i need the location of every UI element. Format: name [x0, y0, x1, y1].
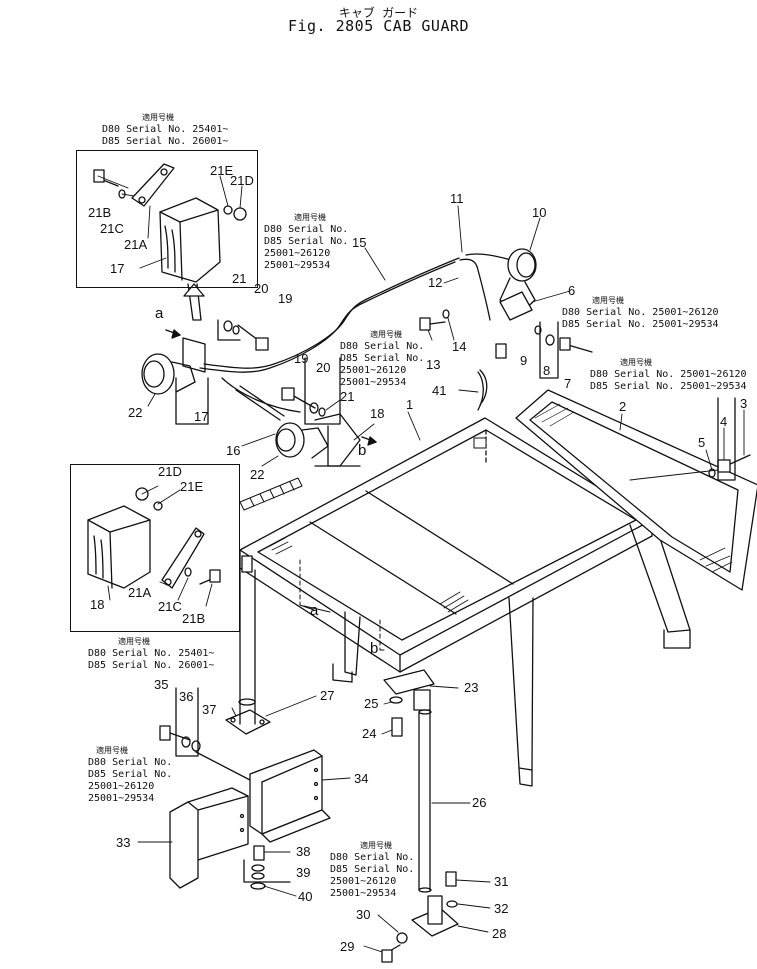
inset-lamp-17 [93, 163, 247, 283]
callout-31: 31 [494, 874, 509, 889]
callout-21C-upper: 21C [100, 221, 124, 236]
callout-33: 33 [116, 835, 131, 850]
applicability-note-bracket-33: 適用号機 D80 Serial No. D85 Serial No. 25001… [88, 746, 173, 804]
bolt-3-4-5 [708, 397, 751, 481]
callout-30: 30 [356, 907, 371, 922]
callout-36: 36 [179, 689, 194, 704]
callout-21B-lower: 21B [182, 611, 206, 626]
callout-24: 24 [362, 726, 377, 741]
callout-21D-upper: 21D [230, 173, 254, 188]
callout-38: 38 [296, 844, 311, 859]
callout-20-lower: 20 [316, 360, 331, 375]
bracket-27 [225, 701, 271, 735]
inset-box-upper [76, 150, 258, 288]
bolt-13 [419, 309, 507, 406]
callout-1: 1 [406, 397, 414, 412]
applicability-note-rear-guard: 適用号機 D80 Serial No. 25001~26120 D85 Seri… [590, 358, 747, 392]
callout-16: 16 [226, 443, 241, 458]
callout-11: 11 [450, 191, 464, 206]
title-japanese: キャブ ガード [338, 6, 419, 20]
applicability-note-bolt-7: 適用号機 D80 Serial No. 25001~26120 D85 Seri… [562, 296, 719, 330]
callout-4: 4 [720, 414, 728, 429]
callout-21A-upper: 21A [124, 237, 148, 252]
callout-10: 10 [532, 205, 547, 220]
callout-41: 41 [432, 383, 447, 398]
callout-7: 7 [564, 376, 572, 391]
callout-14: 14 [452, 339, 467, 354]
callout-2: 2 [619, 399, 627, 414]
callout-21E-upper: 21E [210, 163, 234, 178]
callout-32: 32 [494, 901, 509, 916]
view-marker-b: b [358, 442, 367, 459]
cab-guard-frame [239, 417, 653, 673]
callout-22-right: 22 [250, 467, 265, 482]
front-left-leg [238, 555, 256, 706]
bracket-28 [381, 871, 459, 963]
right-lamp-22 [275, 413, 361, 467]
callout-21-lower: 21 [340, 389, 355, 404]
callout-40: 40 [298, 889, 313, 904]
callout-22-left: 22 [128, 405, 143, 420]
callout-21D-lower: 21D [158, 464, 182, 479]
pole-26 [418, 709, 432, 893]
applicability-note-wiring: 適用号機 D80 Serial No. D85 Serial No. 25001… [264, 213, 349, 271]
inset-box-lower [70, 464, 240, 632]
section-marker-a: a [310, 602, 319, 619]
callout-35: 35 [154, 677, 169, 692]
callout-27: 27 [320, 688, 335, 703]
callout-34: 34 [354, 771, 369, 786]
callout-3: 3 [740, 396, 748, 411]
callout-18: 18 [370, 406, 385, 421]
callout-21-upper: 21 [232, 271, 247, 286]
callout-17: 17 [194, 409, 209, 424]
callout-19-lower: 19 [294, 351, 309, 366]
applicability-note-bracket-28: 適用号機 D80 Serial No. D85 Serial No. 25001… [330, 841, 415, 899]
callout-13: 13 [426, 357, 441, 372]
callout-17-inset: 17 [110, 261, 125, 276]
callout-19-upper: 19 [278, 291, 293, 306]
section-marker-b: b [370, 640, 379, 657]
bracket-6 [499, 291, 533, 321]
rear-legs [332, 519, 691, 787]
applicability-note-lower-inset: 適用号機 D80 Serial No. 25401~ D85 Serial No… [88, 637, 215, 671]
callout-21C-lower: 21C [158, 599, 182, 614]
callout-9: 9 [520, 353, 528, 368]
left-lamp-22 [141, 283, 209, 425]
title-figure: Fig. 2805 CAB GUARD [287, 17, 470, 35]
callout-5: 5 [698, 435, 706, 450]
callout-15: 15 [352, 235, 367, 250]
bolt-19-lower [281, 357, 341, 425]
bracket-23 [383, 669, 435, 737]
callout-26: 26 [472, 795, 487, 810]
callout-23: 23 [464, 680, 479, 695]
callout-29: 29 [340, 939, 355, 954]
callout-37: 37 [202, 702, 217, 717]
bolt-7 [534, 321, 593, 379]
cable-16 [235, 385, 285, 421]
callout-6: 6 [568, 283, 576, 298]
callout-20-upper: 20 [254, 281, 269, 296]
view-marker-a: a [155, 305, 164, 322]
callout-39: 39 [296, 865, 311, 880]
callout-28: 28 [492, 926, 507, 941]
applicability-note-lamp: 適用号機 D80 Serial No. D85 Serial No. 25001… [340, 330, 425, 388]
callout-18-inset: 18 [90, 597, 105, 612]
callout-25: 25 [364, 696, 379, 711]
callout-21B-upper: 21B [88, 205, 112, 220]
applicability-note-upper-inset: 適用号機 D80 Serial No. 25401~ D85 Serial No… [102, 113, 229, 147]
callout-8: 8 [543, 363, 551, 378]
callout-12: 12 [428, 275, 443, 290]
rear-guard-panel [515, 389, 757, 591]
callout-21A-lower: 21A [128, 585, 152, 600]
bolt-19-upper [217, 319, 269, 351]
bracket-33-34 [159, 687, 331, 890]
callout-21E-lower: 21E [180, 479, 204, 494]
rubber-strip [239, 477, 303, 511]
